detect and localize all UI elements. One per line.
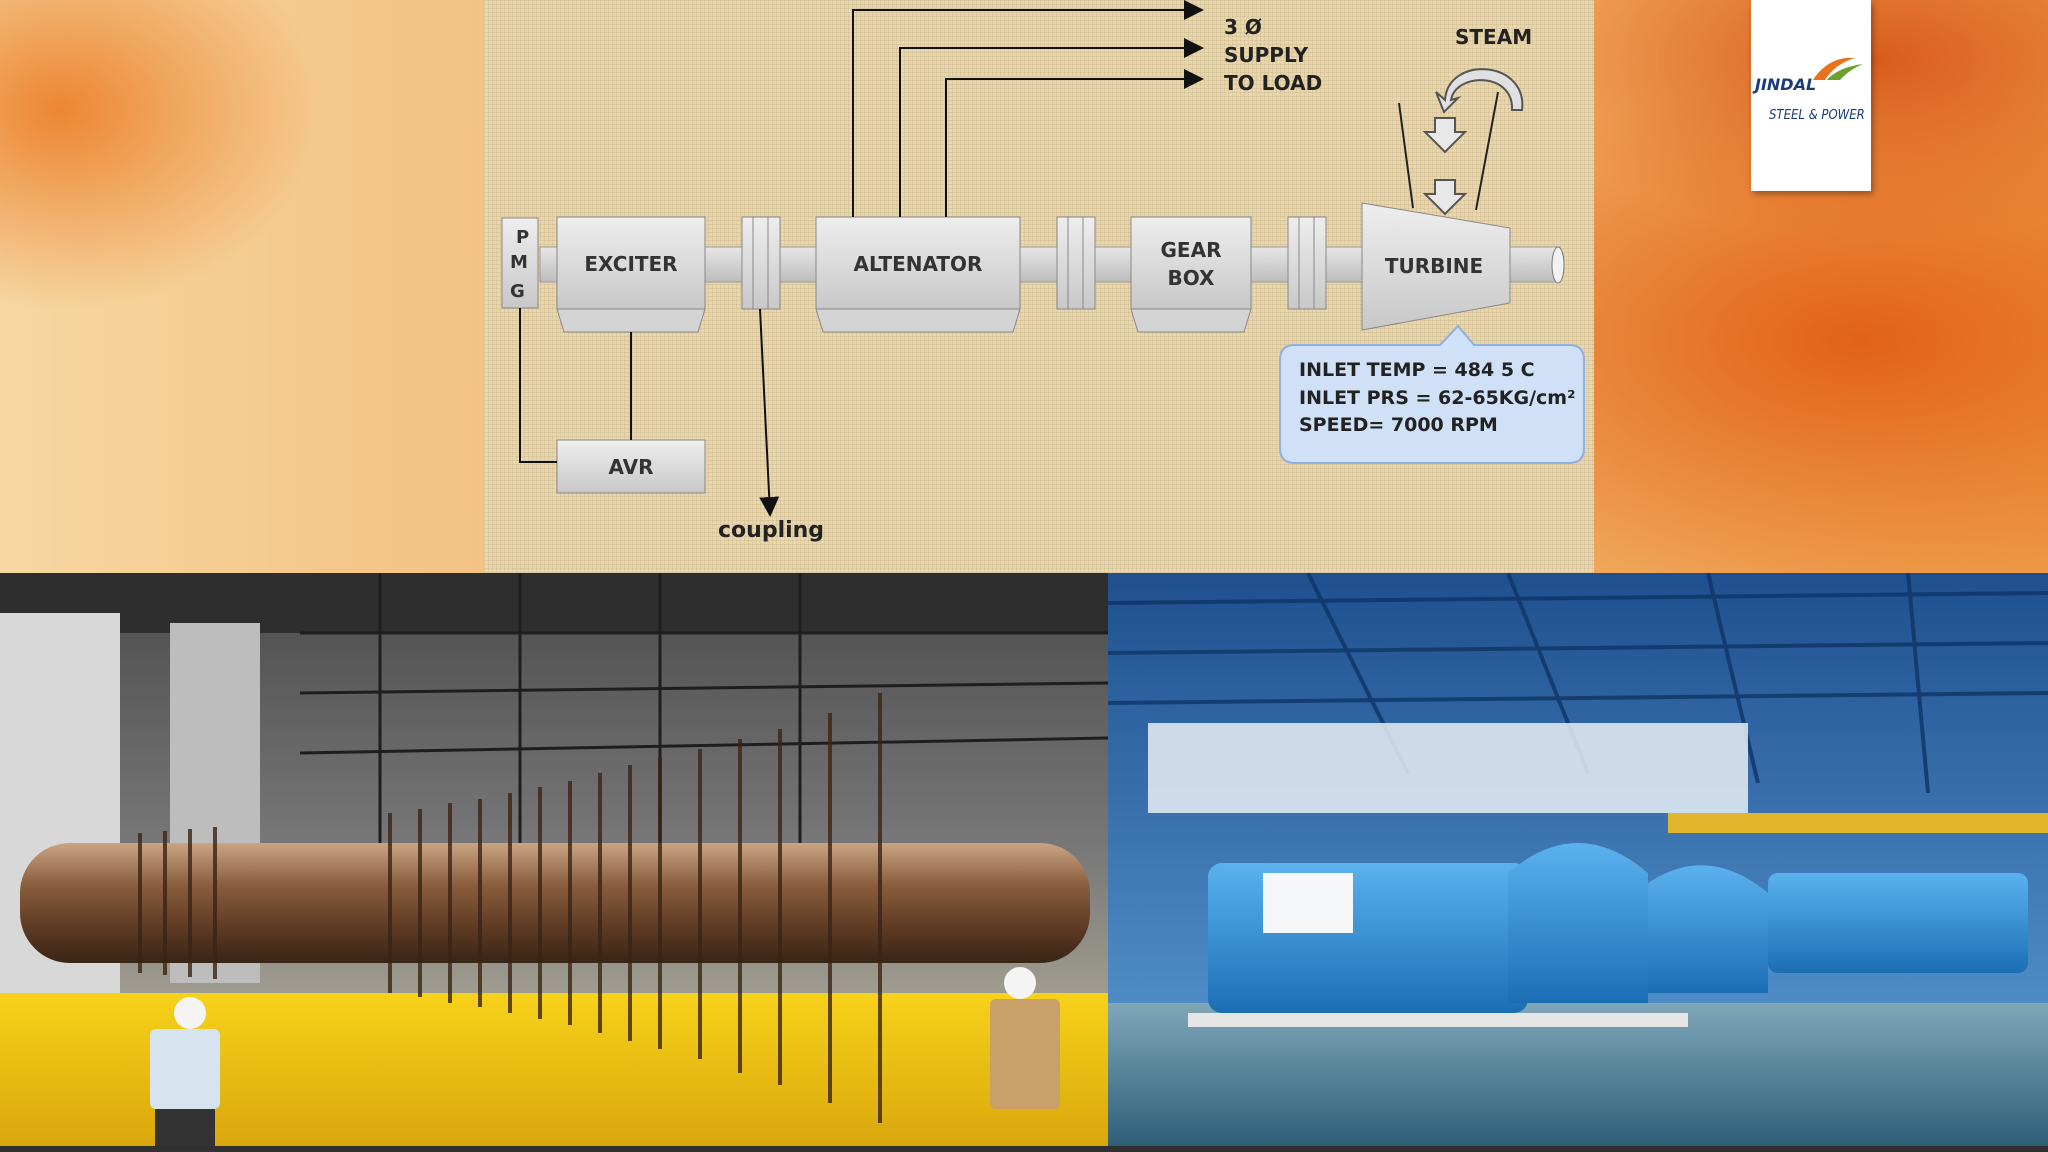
supply-label-line2: SUPPLY [1224,43,1309,67]
diagram-panel: P M G EXCITER ALTENATOR [484,0,1594,573]
avr-label: AVR [609,455,654,479]
shaft-end [1551,246,1565,284]
turbine-hall-photo [1108,573,2048,1146]
pmg-letter-m: M [510,252,528,273]
steam-line-left [1398,102,1414,209]
turbine-generator-diagram: P M G EXCITER ALTENATOR [501,0,1585,543]
supply-line-2 [899,38,1204,217]
pmg-letter-g: G [510,281,525,302]
exciter-block: EXCITER [556,216,706,333]
logo-swoosh-icon [1813,57,1863,80]
coupling-3 [1287,216,1327,310]
pmg-avr-wire [519,308,557,463]
turbine-specs-callout: INLET TEMP = 484 5 C INLET PRS = 62-65KG… [1279,324,1585,464]
alternator-block: ALTENATOR [815,216,1021,333]
steam-curl-arrow [1435,68,1524,114]
steam-label: STEAM [1455,25,1532,49]
turbine-block: TURBINE [1361,202,1511,331]
steam-line-right [1475,91,1499,211]
gearbox-block: GEAR BOX [1130,216,1252,333]
jindal-logo: JINDAL STEEL & POWER [1751,0,1871,191]
exciter-label: EXCITER [584,252,677,276]
steam-down-arrow-2 [1422,179,1468,216]
supply-label-line3: TO LOAD [1224,71,1322,95]
spec-inlet-temp: INLET TEMP = 484 5 C [1299,359,1535,381]
coupling-label: coupling [718,518,824,543]
steam-down-arrow-1 [1422,117,1468,154]
alternator-label: ALTENATOR [854,252,983,276]
supply-line-3 [945,69,1204,217]
logo-tagline: STEEL & POWER [1769,108,1865,123]
spec-speed: SPEED= 7000 RPM [1299,414,1498,436]
avr-block: AVR [556,439,706,494]
spec-inlet-pressure: INLET PRS = 62-65KG/cm² [1299,387,1575,409]
bottom-strip [0,1146,2048,1152]
turbine-label: TURBINE [1385,254,1483,278]
gearbox-label-line2: BOX [1168,266,1216,290]
coupling-2 [1056,216,1096,310]
pmg-letter-p: P [516,227,529,248]
turbine-rotor-photo [0,573,1108,1146]
gearbox-label-line1: GEAR [1161,238,1222,262]
coupling-1 [741,216,781,310]
pmg-block: P M G [501,217,539,309]
supply-label-line1: 3 Ø [1224,15,1262,39]
logo-brand: JINDAL [1755,75,1817,94]
supply-line-1 [852,0,1204,217]
coupling-pointer [759,308,780,517]
